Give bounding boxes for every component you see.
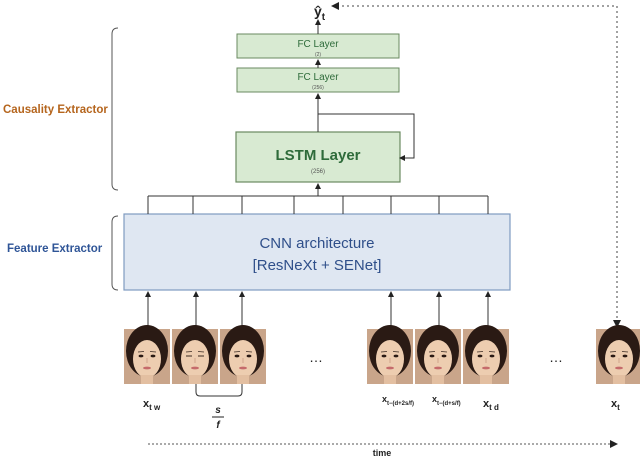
face-frame-thumbnail xyxy=(367,325,413,384)
cnn-architecture-box xyxy=(123,213,511,291)
lstm-layer-size: (256) xyxy=(311,169,325,175)
causality-extractor-label: Causality Extractor xyxy=(3,104,108,116)
fc-layer-top-box xyxy=(236,33,400,59)
output-feedback-arrowhead xyxy=(331,2,339,10)
face-frame-thumbnail xyxy=(463,325,509,384)
face-frame-thumbnail xyxy=(124,325,170,384)
ellipsis-left: … xyxy=(309,349,323,365)
fc-layer-top-title: FC Layer xyxy=(297,39,339,50)
face-frame-thumbnail xyxy=(596,325,640,384)
face-frame-thumbnail xyxy=(220,325,266,384)
fc-layer-mid-title: FC Layer xyxy=(297,72,339,83)
last-frame-arrowhead xyxy=(613,320,621,328)
output-feedback-dotted xyxy=(336,5,618,328)
frame-label-4: xt−(d+2s/f) xyxy=(382,394,414,407)
cnn-to-lstm-connectors xyxy=(147,195,489,214)
fc-layer-top-size: (2) xyxy=(315,52,321,58)
frame-label-1: xt w xyxy=(143,398,161,412)
cnn-subtitle: [ResNeXt + SENet] xyxy=(253,257,382,274)
frame-label-7: xt xyxy=(611,398,620,412)
causality-brace xyxy=(111,27,119,191)
stride-numerator: s xyxy=(215,405,221,416)
time-axis-arrowhead xyxy=(610,440,618,448)
frame-thumbnails xyxy=(124,325,640,384)
feature-brace xyxy=(111,215,119,291)
frame-label-6: xt d xyxy=(483,398,499,412)
stride-bracket xyxy=(195,384,243,397)
stride-denominator: f xyxy=(216,420,221,431)
fc-layer-mid-size: (256) xyxy=(312,85,324,91)
cnn-title: CNN architecture xyxy=(259,235,374,252)
face-frame-thumbnail xyxy=(172,325,218,384)
time-label: time xyxy=(373,448,392,457)
fc-layer-mid-box xyxy=(236,67,400,93)
frame-input-arrows xyxy=(145,291,491,328)
lstm-layer-title: LSTM Layer xyxy=(275,147,360,164)
output-label: ŷt xyxy=(314,3,326,23)
frame-label-5: xt−(d+s/f) xyxy=(432,394,461,407)
feature-extractor-label: Feature Extractor xyxy=(7,243,103,255)
face-frame-thumbnail xyxy=(415,325,461,384)
ellipsis-right: … xyxy=(549,349,563,365)
